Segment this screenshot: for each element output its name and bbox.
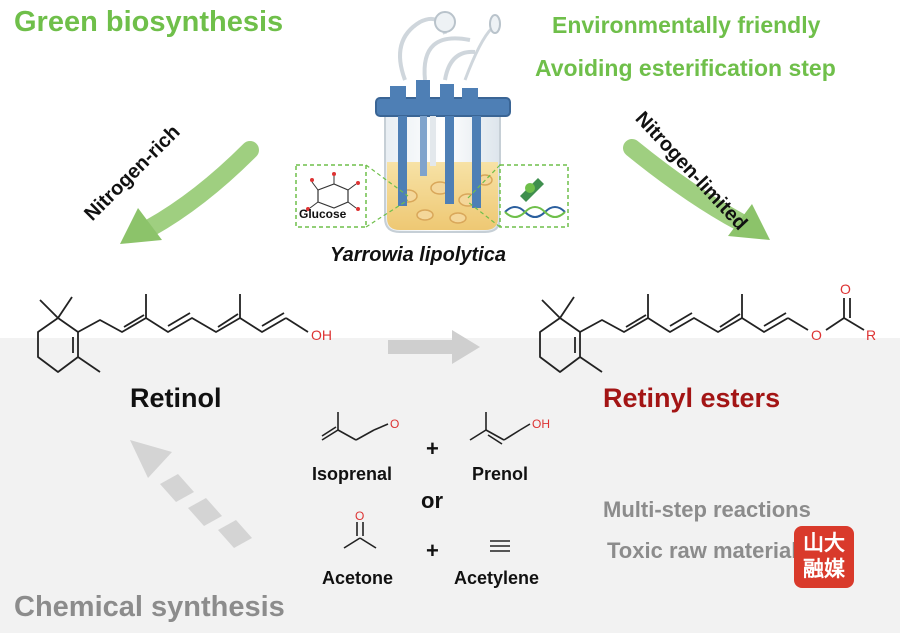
prenol-label: Prenol [472, 464, 529, 484]
prenol-oh-label: OH [532, 417, 550, 431]
ester-r-label: R [866, 327, 876, 343]
glucose-callout [295, 164, 409, 228]
retinol-structure [37, 294, 309, 373]
green-biosynthesis-title: Green biosynthesis [14, 6, 284, 38]
prenol-structure [469, 412, 531, 445]
retinol-label: Retinol [130, 383, 222, 413]
advantage-no-esterification: Avoiding esterification step [535, 55, 836, 81]
disadvantage-toxic: Toxic raw materials [607, 538, 810, 563]
watermark-line-2: 融媒 [803, 557, 845, 581]
esterification-arrow [388, 330, 480, 364]
chemical-route-arrow [130, 440, 252, 548]
advantage-environmental: Environmentally friendly [552, 12, 821, 38]
acetylene-label: Acetylene [454, 568, 540, 588]
chemical-synthesis-title: Chemical synthesis [14, 591, 285, 623]
plus-sign-2: + [426, 538, 439, 563]
watermark-logo: 山大 融媒 [794, 526, 854, 588]
plus-sign-1: + [426, 436, 439, 461]
retinyl-ester-structure [539, 294, 865, 373]
ester-carbonyl-label: O [840, 281, 851, 297]
retinol-oh-label: OH [311, 327, 332, 343]
glucose-label: Glucose [299, 207, 347, 221]
nitrogen-limited-arrow [623, 139, 770, 240]
retinyl-esters-label: Retinyl esters [603, 383, 781, 413]
isoprenal-o-label: O [390, 417, 399, 431]
acetone-structure [343, 522, 377, 549]
acetone-o-label: O [355, 509, 364, 523]
or-label: or [421, 488, 443, 513]
nitrogen-rich-arrow [120, 141, 259, 244]
bioreactor-icon [375, 11, 511, 233]
genetic-engineering-callout [467, 164, 569, 228]
isoprenal-label: Isoprenal [312, 464, 393, 484]
organism-label: Yarrowia lipolytica [330, 244, 506, 266]
chemical-synthesis-region [0, 338, 900, 633]
ester-oxygen-label: O [811, 327, 822, 343]
watermark-line-1: 山大 [803, 531, 845, 555]
isoprenal-structure [321, 412, 389, 441]
acetylene-structure [490, 540, 510, 552]
disadvantage-multi-step: Multi-step reactions [603, 497, 811, 522]
acetone-label: Acetone [322, 568, 394, 588]
